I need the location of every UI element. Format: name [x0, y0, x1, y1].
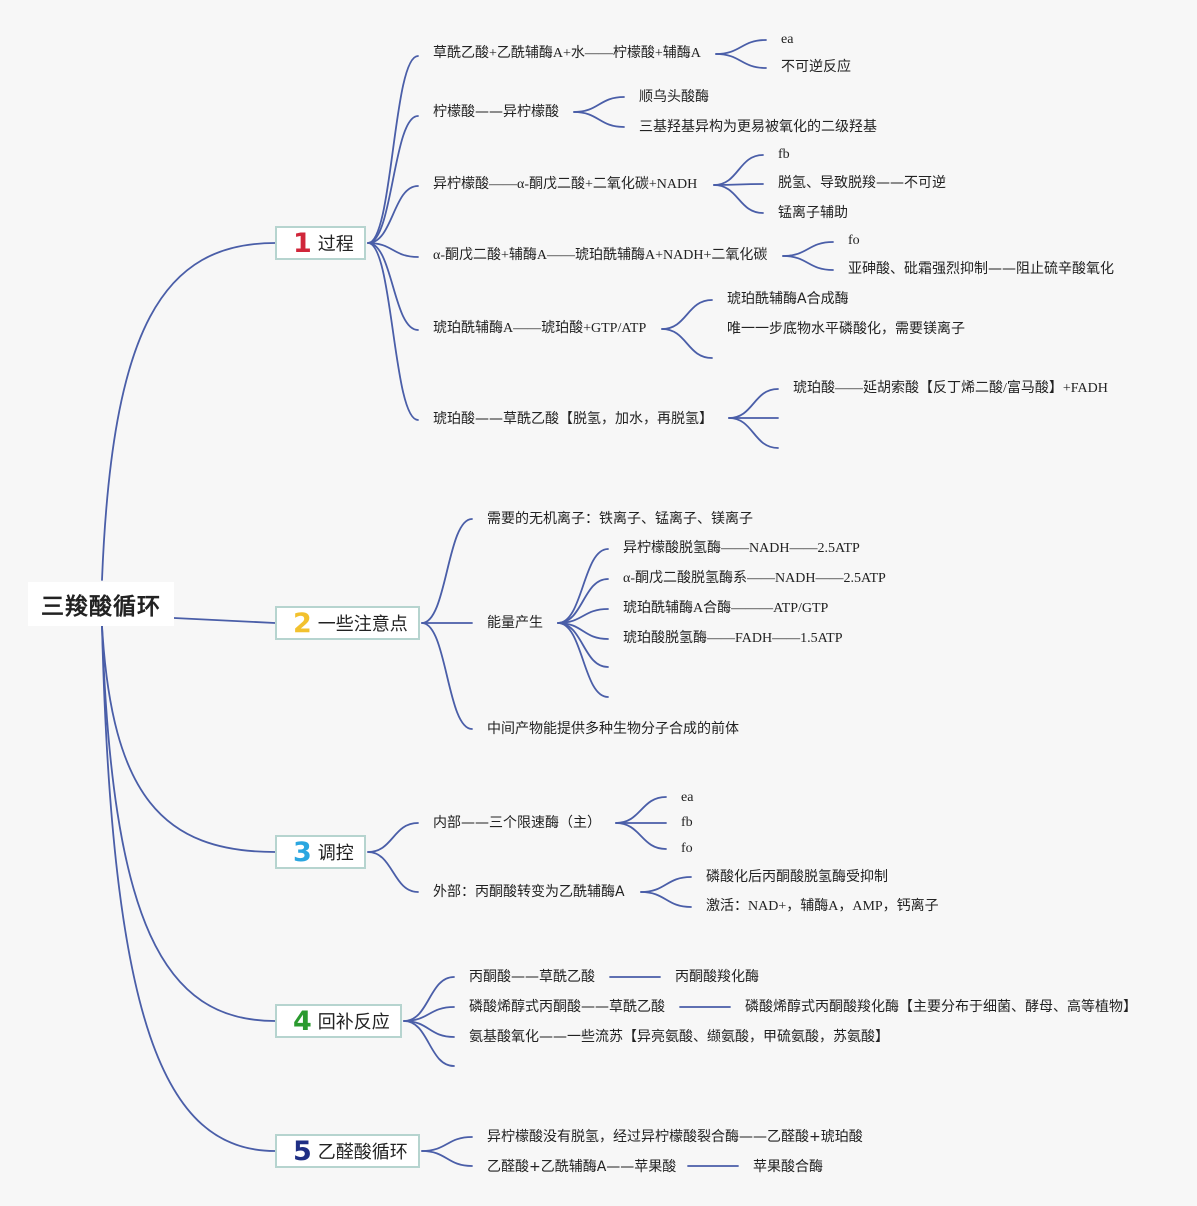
step-note[interactable]: 顺乌头酸酶 — [639, 89, 709, 105]
glyoxylate-reaction[interactable]: 异柠檬酸没有脱氢，经过异柠檬酸裂合酶——乙醛酸+琥珀酸 — [487, 1129, 863, 1145]
connector-curve — [557, 548, 609, 624]
root-connector — [101, 625, 276, 853]
branch-connector — [367, 55, 419, 244]
regulation-enzyme[interactable]: fo — [681, 841, 693, 856]
root-connector — [101, 625, 276, 1152]
branch-number-2: 2 — [293, 607, 312, 639]
process-step[interactable]: 琥珀酸——草酰乙酸【脱氢，加水，再脱氢】 — [433, 411, 713, 427]
branch-number-1: 1 — [293, 227, 312, 259]
root-connector — [101, 242, 276, 581]
connector-curve — [615, 822, 667, 850]
step-note[interactable]: fo — [848, 233, 860, 248]
branch-label: 回补反应 — [317, 1012, 390, 1033]
branch-connector — [421, 1150, 473, 1167]
branch-connector — [367, 115, 419, 244]
branch-connector — [367, 242, 419, 258]
regulation-enzyme[interactable]: ea — [681, 790, 694, 805]
connector-curve — [640, 891, 692, 908]
branch-connector — [403, 1020, 455, 1067]
glyoxylate-reaction[interactable]: 乙醛酸+乙酰辅酶A——苹果酸 — [487, 1159, 677, 1175]
process-step[interactable]: 琥珀酰辅酶A——琥珀酸+GTP/ATP — [433, 321, 647, 336]
branch-connector — [367, 242, 419, 331]
energy-item[interactable]: α-酮戊二酸脱氢酶系——NADH——2.5ATP — [623, 571, 886, 586]
anaplerotic-enzyme[interactable]: 磷酸烯醇式丙酮酸羧化酶【主要分布于细菌、酵母、高等植物】 — [745, 999, 1137, 1015]
branch-label: 乙醛酸循环 — [317, 1142, 408, 1163]
branch-number-5: 5 — [293, 1135, 312, 1167]
process-step[interactable]: 异柠檬酸——α-酮戊二酸+二氧化碳+NADH — [433, 177, 698, 192]
step-note[interactable]: 唯一一步底物水平磷酸化，需要镁离子 — [727, 321, 965, 337]
branch-connector — [367, 851, 419, 893]
energy-item[interactable]: 琥珀酰辅酶A合酶———ATP/GTP — [623, 601, 829, 616]
branch-glyoxylate[interactable]: 5 乙醛酸循环 — [275, 1134, 420, 1168]
anaplerotic-reaction[interactable]: 磷酸烯醇式丙酮酸——草酰乙酸 — [469, 999, 665, 1015]
branch-regulation[interactable]: 3 调控 — [275, 835, 366, 869]
regulation-external[interactable]: 外部：丙酮酸转变为乙酰辅酶A — [433, 884, 625, 900]
step-note[interactable]: 三基羟基异构为更易被氧化的二级羟基 — [639, 119, 877, 135]
branch-number-4: 4 — [293, 1005, 312, 1037]
connector-curve — [713, 154, 764, 186]
anaplerotic-reaction[interactable]: 丙酮酸——草酰乙酸 — [469, 969, 595, 985]
connector-curve — [713, 183, 764, 186]
connector-curve — [661, 328, 713, 359]
branch-label: 过程 — [317, 234, 354, 255]
connector-curve — [715, 39, 767, 55]
step-note[interactable]: 脱氢、导致脱羧——不可逆 — [778, 175, 946, 191]
step-note[interactable]: ea — [781, 32, 794, 47]
connector-curve — [728, 417, 779, 449]
glyoxylate-enzyme[interactable]: 苹果酸合酶 — [753, 1159, 823, 1175]
branch-connector — [421, 518, 473, 624]
connector-curve — [557, 622, 609, 698]
branch-connector — [367, 242, 419, 421]
step-note[interactable]: fb — [778, 147, 790, 162]
anaplerotic-reaction[interactable]: 氨基酸氧化——一些流苏【异亮氨酸、缬氨酸，甲硫氨酸，苏氨酸】 — [469, 1029, 889, 1045]
note-precursor[interactable]: 中间产物能提供多种生物分子合成的前体 — [487, 721, 739, 737]
connector-curve — [615, 796, 667, 824]
connector-curve — [728, 388, 779, 419]
connector-curve — [573, 96, 625, 113]
connector-curve — [782, 241, 834, 257]
anaplerotic-enzyme[interactable]: 丙酮酸羧化酶 — [675, 969, 759, 985]
regulation-internal[interactable]: 内部——三个限速酶（主） — [433, 815, 601, 831]
root-topic[interactable]: 三羧酸循环 — [28, 582, 174, 626]
external-item[interactable]: 磷酸化后丙酮酸脱氢酶受抑制 — [706, 869, 888, 885]
energy-item[interactable]: 异柠檬酸脱氢酶——NADH——2.5ATP — [623, 541, 860, 556]
connector-line — [173, 617, 276, 624]
root-connector — [101, 625, 276, 1022]
step-note[interactable]: 亚砷酸、砒霜强烈抑制——阻止硫辛酸氧化 — [848, 261, 1114, 277]
step-note[interactable]: 琥珀酰辅酶A合成酶 — [727, 291, 849, 307]
note-energy[interactable]: 能量产生 — [487, 615, 543, 631]
connector-curve — [573, 111, 625, 128]
branch-number-3: 3 — [293, 836, 312, 868]
branch-connector — [367, 822, 419, 853]
branch-label: 一些注意点 — [317, 614, 408, 635]
energy-item[interactable]: 琥珀酸脱氢酶——FADH——1.5ATP — [623, 631, 843, 646]
branch-notes[interactable]: 2 一些注意点 — [275, 606, 420, 640]
process-step[interactable]: 草酰乙酸+乙酰辅酶A+水——柠檬酸+辅酶A — [433, 46, 701, 61]
step-note[interactable]: 锰离子辅助 — [778, 205, 848, 221]
regulation-enzyme[interactable]: fb — [681, 815, 693, 830]
process-step[interactable]: α-酮戊二酸+辅酶A——琥珀酰辅酶A+NADH+二氧化碳 — [433, 248, 768, 263]
connector-curve — [715, 53, 767, 69]
branch-connector — [421, 622, 473, 730]
connector-curve — [782, 255, 834, 271]
note-ions[interactable]: 需要的无机离子：铁离子、锰离子、镁离子 — [487, 511, 753, 527]
process-step[interactable]: 柠檬酸——异柠檬酸 — [433, 104, 559, 120]
step-note[interactable]: 琥珀酸——延胡索酸【反丁烯二酸/富马酸】+FADH — [793, 381, 1108, 396]
connector-curve — [713, 184, 764, 214]
external-item[interactable]: 激活：NAD+，辅酶A，AMP，钙离子 — [706, 899, 939, 914]
branch-connector — [421, 1136, 473, 1152]
connector-curve — [661, 299, 713, 330]
branch-process[interactable]: 1 过程 — [275, 226, 366, 260]
branch-anaplerotic[interactable]: 4 回补反应 — [275, 1004, 402, 1038]
connector-curve — [640, 876, 692, 893]
step-note[interactable]: 不可逆反应 — [781, 59, 851, 75]
branch-connector — [367, 185, 419, 244]
branch-label: 调控 — [317, 843, 354, 864]
